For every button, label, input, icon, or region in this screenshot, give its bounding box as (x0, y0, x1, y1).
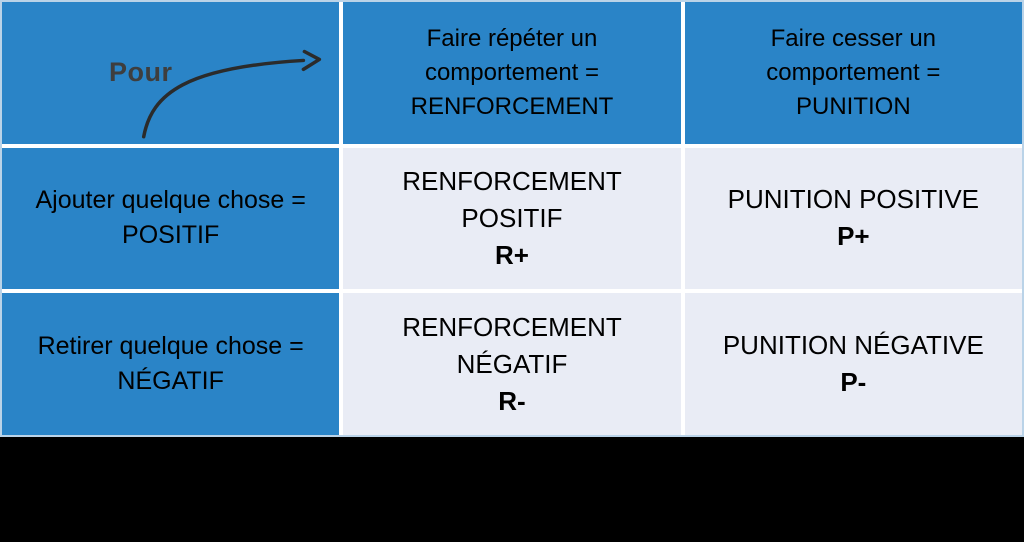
header-line: RENFORCEMENT (410, 92, 614, 120)
header-line: Ajouter quelque chose = (35, 186, 306, 215)
column-header-renforcement: Faire répéter un comportement = RENFORCE… (343, 2, 681, 144)
cell-punition-positive: PUNITION POSITIVE P+ (684, 147, 1022, 290)
header-line: Retirer quelque chose = (37, 332, 304, 361)
cell-code: R+ (495, 239, 529, 270)
cell-renforcement-positif: RENFORCEMENT POSITIF R+ (343, 147, 681, 290)
cell-line: PUNITION NÉGATIVE (722, 330, 984, 361)
row-header-positif: Ajouter quelque chose = POSITIF (2, 147, 340, 290)
header-line: Faire cesser un (770, 24, 937, 52)
conditioning-matrix-table: Pour Faire répéter un comportement = REN… (0, 0, 1024, 437)
header-line: NÉGATIF (117, 367, 224, 396)
cell-line: RENFORCEMENT (402, 311, 622, 342)
cell-line: POSITIF (461, 202, 563, 233)
cell-line: PUNITION POSITIVE (727, 184, 980, 215)
cell-code: R- (498, 385, 526, 416)
curved-arrow-icon (141, 49, 322, 139)
header-line: POSITIF (122, 221, 220, 250)
cell-line: NÉGATIF (456, 348, 568, 379)
cell-line: RENFORCEMENT (402, 165, 622, 196)
pour-label: Pour (109, 57, 173, 87)
cell-code: P+ (837, 221, 870, 252)
letterbox-bottom (0, 437, 1024, 542)
row-header-negatif: Retirer quelque chose = NÉGATIF (2, 293, 340, 435)
header-line: comportement = (766, 58, 941, 86)
cell-renforcement-negatif: RENFORCEMENT NÉGATIF R- (343, 293, 681, 435)
header-line: PUNITION (795, 92, 911, 120)
column-header-punition: Faire cesser un comportement = PUNITION (684, 2, 1022, 144)
cell-punition-negative: PUNITION NÉGATIVE P- (684, 293, 1022, 435)
corner-cell-pour: Pour (2, 2, 340, 144)
header-line: Faire répéter un (426, 24, 598, 52)
cell-code: P- (840, 367, 867, 398)
header-line: comportement = (424, 58, 600, 86)
